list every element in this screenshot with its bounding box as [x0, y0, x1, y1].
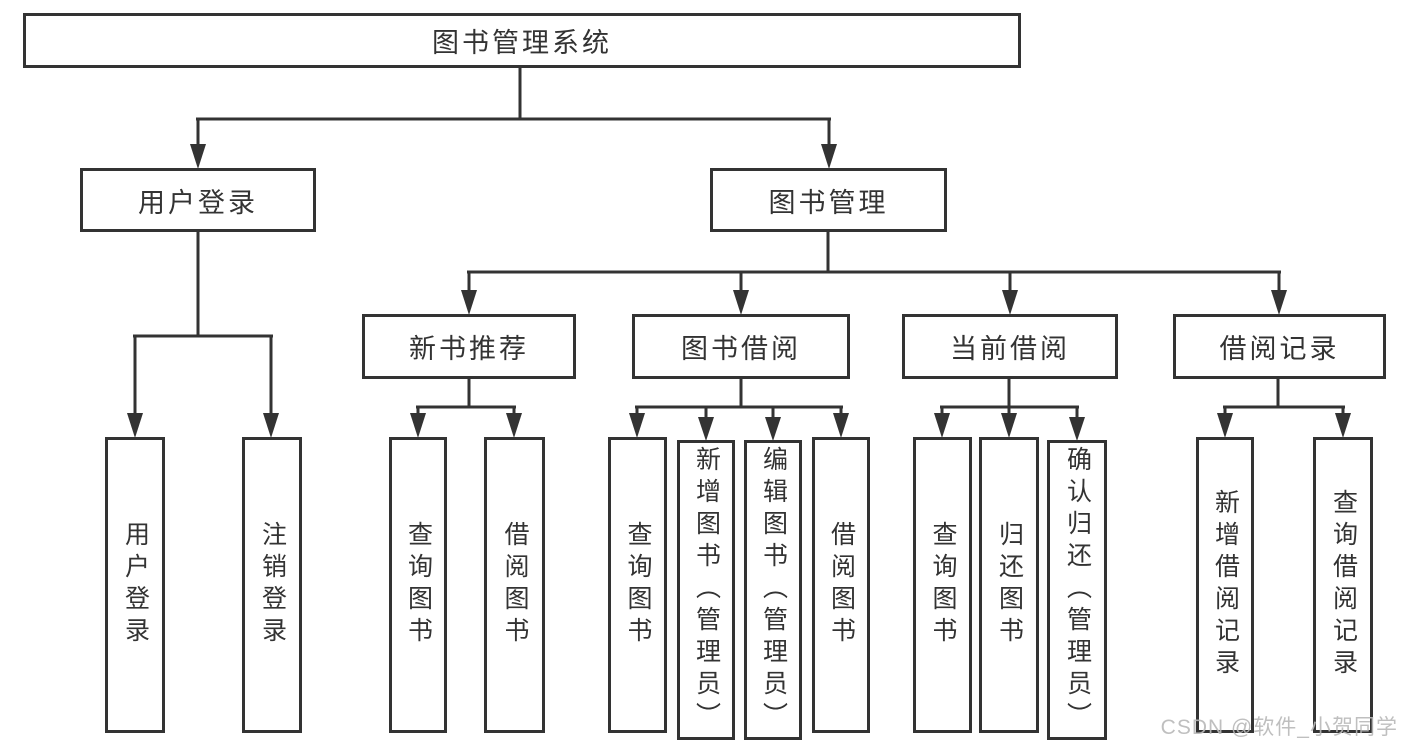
leaf-borrow-books-2-label: 借阅图书 — [827, 521, 856, 649]
leaf-query-books-1: 查询图书 — [389, 437, 447, 733]
node-book-borrow: 图书借阅 — [632, 314, 850, 379]
leaf-add-books-admin-label: 新增图书（管理员） — [692, 446, 721, 734]
leaf-add-books-admin: 新增图书（管理员） — [677, 440, 735, 740]
node-book-management-label: 图书管理 — [768, 187, 889, 218]
connector-book-borrow — [629, 377, 849, 441]
node-root-label: 图书管理系统 — [432, 28, 612, 58]
leaf-edit-books-admin-label: 编辑图书（管理员） — [759, 446, 788, 734]
leaf-return-books-label: 归还图书 — [995, 521, 1024, 649]
leaf-borrow-books-1: 借阅图书 — [484, 437, 545, 733]
node-book-management: 图书管理 — [710, 168, 947, 232]
node-book-borrow-label: 图书借阅 — [681, 334, 801, 364]
connector-root — [190, 66, 837, 169]
node-user-login-label: 用户登录 — [138, 187, 258, 218]
leaf-user-login: 用户登录 — [105, 437, 165, 733]
leaf-query-borrow-record: 查询借阅记录 — [1313, 437, 1373, 733]
connector-user-login — [127, 230, 279, 438]
leaf-add-borrow-record: 新增借阅记录 — [1196, 437, 1254, 733]
connector-new-book-recommend — [410, 377, 522, 438]
leaf-confirm-return-admin-label: 确认归还（管理员） — [1063, 446, 1092, 734]
node-current-borrow: 当前借阅 — [902, 314, 1118, 379]
leaf-return-books: 归还图书 — [979, 437, 1039, 733]
leaf-edit-books-admin: 编辑图书（管理员） — [744, 440, 802, 740]
csdn-watermark: CSDN @软件_小贺同学 — [1160, 716, 1398, 739]
leaf-query-books-3: 查询图书 — [913, 437, 972, 733]
node-borrow-records-label: 借阅记录 — [1219, 334, 1340, 364]
leaf-query-books-1-label: 查询图书 — [404, 521, 433, 649]
leaf-add-borrow-record-label: 新增借阅记录 — [1211, 489, 1240, 681]
leaf-logout-label: 注销登录 — [258, 521, 287, 649]
leaf-user-login-label: 用户登录 — [121, 521, 150, 649]
node-new-book-recommend: 新书推荐 — [362, 314, 576, 379]
leaf-query-books-2-label: 查询图书 — [624, 521, 652, 649]
node-new-book-recommend-label: 新书推荐 — [409, 334, 529, 364]
leaf-query-books-3-label: 查询图书 — [929, 521, 957, 649]
node-current-borrow-label: 当前借阅 — [950, 334, 1070, 364]
connector-borrow-records — [1217, 377, 1351, 438]
leaf-borrow-books-1-label: 借阅图书 — [501, 521, 529, 649]
leaf-confirm-return-admin: 确认归还（管理员） — [1047, 440, 1107, 740]
node-borrow-records: 借阅记录 — [1173, 314, 1386, 379]
leaf-borrow-books-2: 借阅图书 — [812, 437, 870, 733]
connector-book-management — [461, 230, 1287, 315]
connector-current-borrow — [934, 377, 1085, 441]
leaf-query-borrow-record-label: 查询借阅记录 — [1329, 489, 1358, 681]
node-user-login: 用户登录 — [80, 168, 316, 232]
leaf-query-books-2: 查询图书 — [608, 437, 667, 733]
node-root: 图书管理系统 — [23, 13, 1021, 68]
leaf-logout: 注销登录 — [242, 437, 302, 733]
